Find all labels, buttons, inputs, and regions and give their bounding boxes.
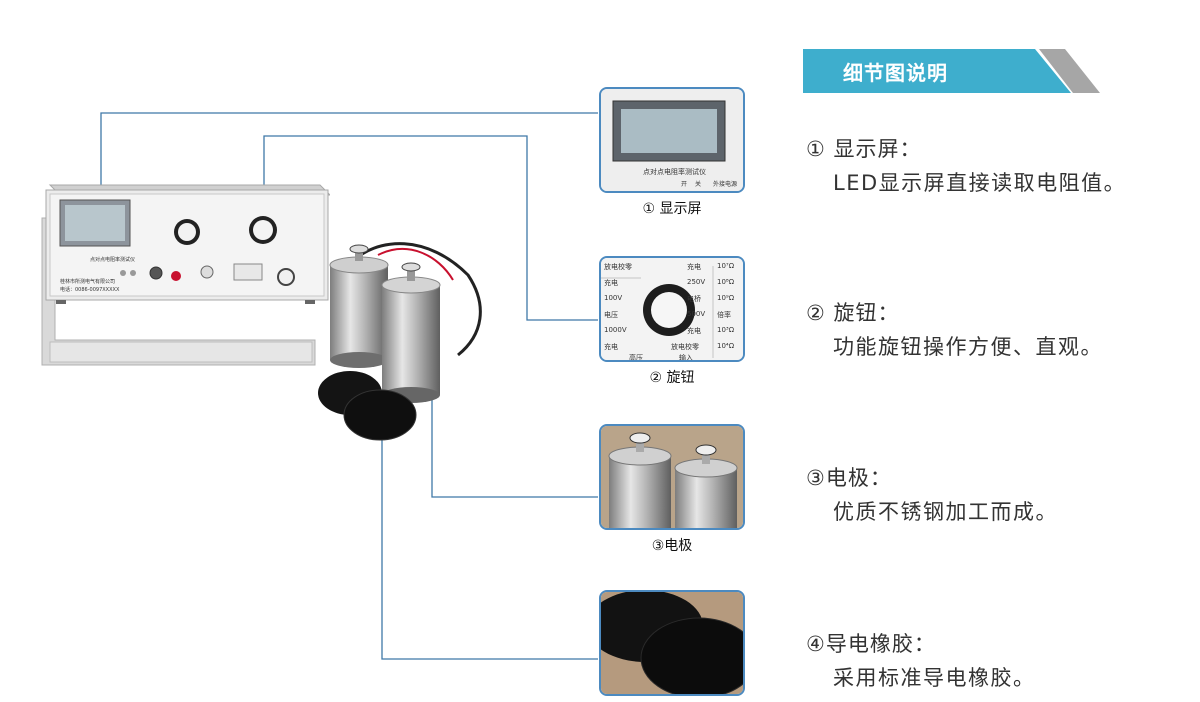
detail-1-body: LED显示屏直接读取电阻值。 (833, 171, 1127, 195)
caption-knob: ② 旋钮 (649, 370, 695, 386)
knob-right-3: 倍率 (717, 311, 731, 319)
caption-electrode: ③电极 (651, 538, 693, 554)
section-banner: 细节图说明 (803, 49, 1100, 93)
zoom-rubber-frame (599, 590, 745, 696)
knob-right-4: 10³Ω (717, 326, 735, 334)
knob-mid-5: 放电校零 (671, 343, 699, 351)
knob-left-5: 充电 (604, 343, 618, 351)
knob-left-3: 电压 (604, 311, 618, 319)
zoom-display-sub1: 开 (681, 181, 688, 188)
knob-right-2: 10⁹Ω (717, 294, 735, 302)
banner-title: 细节图说明 (843, 61, 948, 85)
meter-company: 桂林市所测电气有限公司 (60, 279, 116, 285)
connector-rubber (381, 440, 598, 660)
knob-right-0: 10⁷Ω (717, 262, 735, 270)
knob-left-1: 充电 (604, 279, 618, 287)
knob-mid-4: 充电 (687, 327, 701, 335)
detail-3-heading: ③电极： (806, 466, 892, 490)
knob-mid-2: 电桥 (687, 295, 701, 303)
zoom-display-sub2: 关 (695, 181, 702, 188)
zoom-electrode-frame (599, 424, 745, 530)
meter-panel-title: 点对点电阻率测试仪 (90, 257, 136, 263)
zoom-display-title: 点对点电阻率测试仪 (643, 168, 706, 176)
detail-2-body: 功能旋钮操作方便、直观。 (833, 335, 1103, 359)
zoom-knob-frame: 放电校零 充电 100V 电压 1000V 充电 充电 250V 电桥 500V… (599, 256, 745, 362)
zoom-display-frame: 点对点电阻率测试仪 开 关 外接电源 (599, 87, 745, 193)
knob-left-2: 100V (604, 294, 623, 302)
zoom-display-sub3: 外接电源 (713, 181, 738, 188)
knob-bottom-1: 输入 (679, 354, 693, 362)
knob-left-0: 放电校零 (604, 263, 632, 271)
electrodes-photo (318, 242, 482, 441)
resistance-meter-photo: 点对点电阻率测试仪 桂林市所测电气有限公司 电话：0086-0097XXXXX (30, 160, 332, 375)
caption-display: ① 显示屏 (642, 201, 702, 217)
knob-left-4: 1000V (604, 326, 627, 334)
knob-right-1: 10⁸Ω (717, 278, 735, 286)
detail-2-heading: ② 旋钮： (806, 301, 900, 325)
meter-phone: 电话：0086-0097XXXXX (60, 287, 120, 293)
knob-mid-3: 500V (687, 310, 706, 318)
detail-3-body: 优质不锈钢加工而成。 (833, 500, 1058, 524)
knob-mid-1: 250V (687, 278, 706, 286)
knob-mid-0: 充电 (687, 263, 701, 271)
knob-bottom-0: 高压 (629, 354, 643, 362)
detail-1-heading: ① 显示屏： (806, 137, 922, 161)
detail-4-heading: ④导电橡胶： (806, 632, 936, 656)
detail-4-body: 采用标准导电橡胶。 (833, 666, 1036, 690)
knob-right-5: 10⁴Ω (717, 342, 735, 350)
